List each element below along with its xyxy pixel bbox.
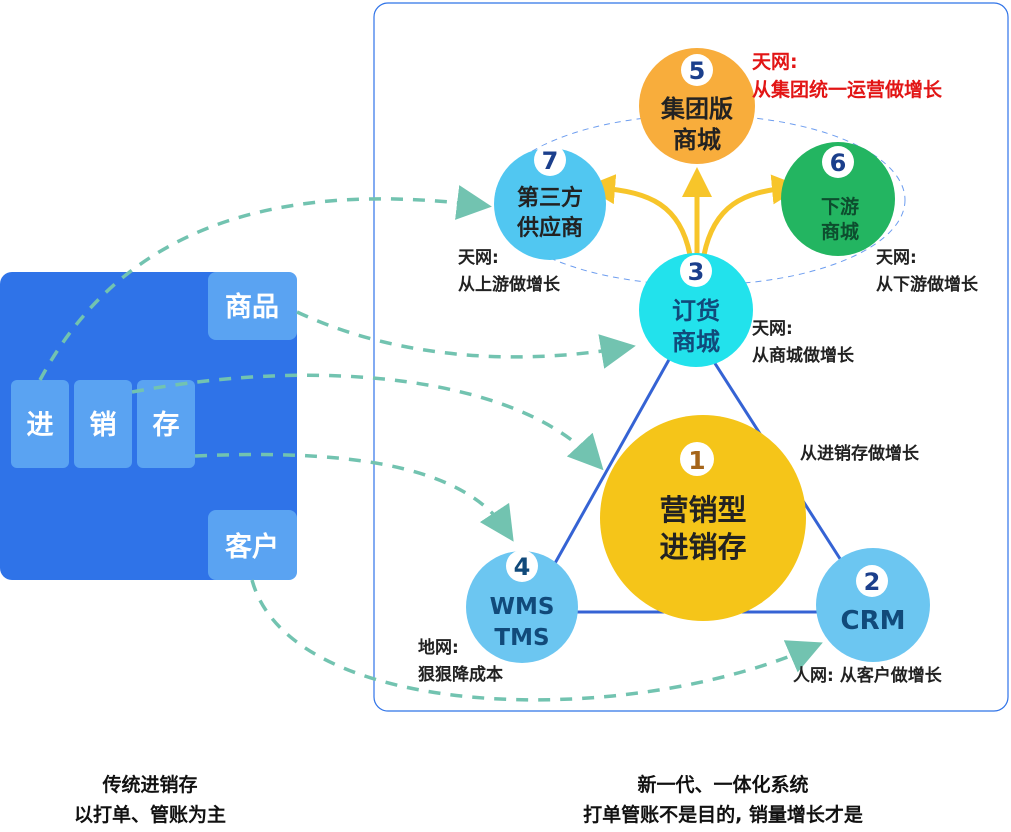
- cun-tile: [137, 380, 195, 468]
- node-4-wms-tms[interactable]: 4 WMS TMS: [466, 550, 578, 663]
- node-7-line1: 第三方: [517, 185, 583, 211]
- node-3-line2: 商城: [672, 328, 720, 356]
- flow-customer-to-crm: [250, 579, 823, 702]
- node-2-number: 2: [864, 568, 881, 596]
- arrow-3-to-7: [585, 174, 693, 256]
- node-6-line2: 商城: [821, 220, 859, 243]
- node-4-line2: TMS: [494, 625, 549, 651]
- arrow-3-to-6: [701, 174, 802, 256]
- node-1-line1: 营销型: [659, 493, 746, 527]
- annotation-5-line2: 从集团统一运营做增长: [752, 78, 943, 101]
- product-label: 商品: [225, 292, 279, 323]
- flow-cun-to-wms: [194, 452, 514, 542]
- node-4-line1: WMS: [490, 594, 555, 620]
- node-3-number: 3: [688, 258, 705, 286]
- xiao-tile: [74, 380, 132, 468]
- annotation-2: 人网: 从客户做增长: [793, 665, 943, 686]
- edge-3-4: [538, 339, 682, 591]
- annotation-6-line2: 从下游做增长: [876, 274, 979, 295]
- node-4-number: 4: [514, 553, 531, 581]
- annotation-3-line2: 从商城做增长: [752, 345, 855, 366]
- annotation-1: 从进销存做增长: [800, 443, 920, 464]
- flow-jin-to-supplier: [38, 185, 492, 381]
- node-7-number: 7: [542, 147, 559, 175]
- annotation-7-line2: 从上游做增长: [458, 274, 561, 295]
- caption-right-line2: 打单管账不是目的, 销量增长才是: [583, 803, 863, 826]
- customer-tile: [208, 510, 297, 580]
- node-2-crm[interactable]: 2 CRM: [816, 548, 930, 662]
- node-7-line2: 供应商: [516, 215, 583, 241]
- node-6-line1: 下游: [821, 195, 859, 218]
- annotation-4-line2: 狠狠降成本: [418, 664, 503, 685]
- node-1-line2: 进销存: [659, 530, 746, 564]
- node-3-line1: 订货: [672, 297, 720, 325]
- node-5-number: 5: [689, 57, 706, 85]
- flow-product-to-mall: [296, 310, 636, 369]
- caption-left-line2: 以打单、管账为主: [74, 803, 226, 826]
- annotation-5-line1: 天网:: [752, 51, 798, 73]
- node-6-downstream-mall[interactable]: 6 下游 商城: [781, 142, 895, 256]
- node-7-third-party-supplier[interactable]: 7 第三方 供应商: [494, 144, 606, 260]
- annotation-4-line1: 地网:: [418, 637, 459, 658]
- node-3-ordering-mall[interactable]: 3 订货 商城: [639, 253, 753, 367]
- node-5-group-mall[interactable]: 5 集团版 商城: [639, 48, 755, 164]
- annotation-3-line1: 天网:: [752, 319, 793, 339]
- caption-right-line1: 新一代、一体化系统: [637, 773, 808, 796]
- node-5-line1: 集团版: [660, 95, 733, 123]
- node-1-marketing-erp[interactable]: 1 营销型 进销存: [600, 415, 806, 621]
- node-5-line2: 商城: [673, 126, 721, 154]
- xiao-label: 销: [90, 410, 117, 441]
- jin-tile: [11, 380, 69, 468]
- node-2-line1: CRM: [841, 606, 906, 636]
- node-1-number: 1: [688, 446, 705, 475]
- caption-left-line1: 传统进销存: [101, 773, 197, 796]
- node-6-number: 6: [830, 149, 847, 177]
- annotation-7-line1: 天网:: [458, 248, 499, 268]
- annotation-6-line1: 天网:: [876, 248, 917, 268]
- jin-label: 进: [27, 410, 54, 441]
- product-tile: [208, 272, 297, 340]
- customer-label: 客户: [225, 531, 279, 563]
- cun-label: 存: [153, 410, 180, 441]
